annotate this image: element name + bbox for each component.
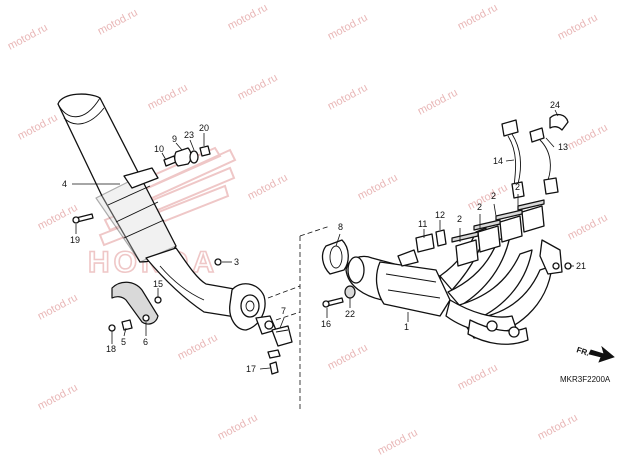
callout-22: 22 — [345, 309, 355, 319]
front-marker-label: FR. — [575, 345, 590, 358]
watermark-text: motod.ru — [416, 87, 460, 118]
front-arrow-icon — [588, 345, 615, 363]
watermark-text: motod.ru — [146, 82, 190, 113]
callout-6: 6 — [143, 337, 148, 347]
callouts: 1 2 2 2 2 3 4 5 6 7 8 9 10 11 12 13 14 1… — [62, 100, 586, 374]
clamp-part — [267, 325, 293, 375]
watermark-text: motod.ru — [456, 2, 500, 33]
callout-23: 23 — [184, 130, 194, 140]
watermark-text: motod.ru — [566, 212, 610, 243]
watermark-text: motod.ru — [176, 332, 220, 363]
callout-20: 20 — [199, 123, 209, 133]
front-direction-marker: FR. — [575, 345, 615, 363]
watermark-text: motod.ru — [216, 412, 260, 443]
callout-1: 1 — [404, 322, 409, 332]
heat-shield-part — [111, 281, 159, 325]
hardware-right — [322, 229, 572, 308]
callout-11: 11 — [418, 219, 427, 229]
watermark-text: motod.ru — [36, 202, 80, 233]
watermark-text: motod.ru — [566, 122, 610, 153]
watermark-text: motod.ru — [246, 172, 290, 203]
callout-10: 10 — [154, 144, 164, 154]
hardware-left — [72, 145, 222, 332]
watermark-text: motod.ru — [326, 342, 370, 373]
callout-2: 2 — [457, 214, 462, 224]
exhaust-header-part — [299, 205, 563, 410]
watermark-text: motod.ru — [236, 72, 280, 103]
port-gaskets-part — [451, 199, 545, 243]
callout-13: 13 — [558, 142, 568, 152]
watermark-text: motod.ru — [36, 382, 80, 413]
callout-3: 3 — [234, 257, 239, 267]
callout-2: 2 — [491, 191, 496, 201]
watermark-text: motod.ru — [36, 292, 80, 323]
callout-12: 12 — [435, 210, 445, 220]
callout-15: 15 — [153, 279, 163, 289]
callout-24: 24 — [550, 100, 560, 110]
watermark-text: motod.ru — [96, 7, 140, 38]
watermark-text: motod.ru — [16, 112, 60, 143]
diagram-code: MKR3F2200A — [560, 375, 611, 384]
callout-18: 18 — [106, 344, 116, 354]
watermark-text: motod.ru — [456, 362, 500, 393]
gasket-part — [321, 239, 349, 275]
watermark-text: motod.ru — [326, 82, 370, 113]
watermark-text: motod.ru — [556, 12, 600, 43]
watermark-text: motod.ru — [356, 172, 400, 203]
muffler-part — [57, 93, 301, 335]
watermark-text: motod.ru — [6, 22, 50, 53]
callout-2: 2 — [477, 202, 482, 212]
callout-16: 16 — [321, 319, 331, 329]
callout-7: 7 — [281, 306, 286, 316]
watermark-text: motod.ru — [376, 427, 420, 458]
watermark-text: motod.ru — [226, 2, 270, 33]
callout-21: 21 — [576, 261, 586, 271]
callout-9: 9 — [172, 134, 177, 144]
callout-2: 2 — [515, 182, 520, 192]
watermark-text: motod.ru — [326, 12, 370, 43]
callout-4: 4 — [62, 179, 67, 189]
watermark-text: motod.ru — [466, 182, 510, 213]
watermark-text: motod.ru — [536, 412, 580, 443]
leader-lines — [72, 109, 574, 370]
callout-17: 17 — [246, 364, 256, 374]
callout-8: 8 — [338, 222, 343, 232]
callout-5: 5 — [121, 337, 126, 347]
callout-14: 14 — [493, 156, 503, 166]
callout-19: 19 — [70, 235, 80, 245]
o2-sensor-part — [501, 113, 569, 199]
